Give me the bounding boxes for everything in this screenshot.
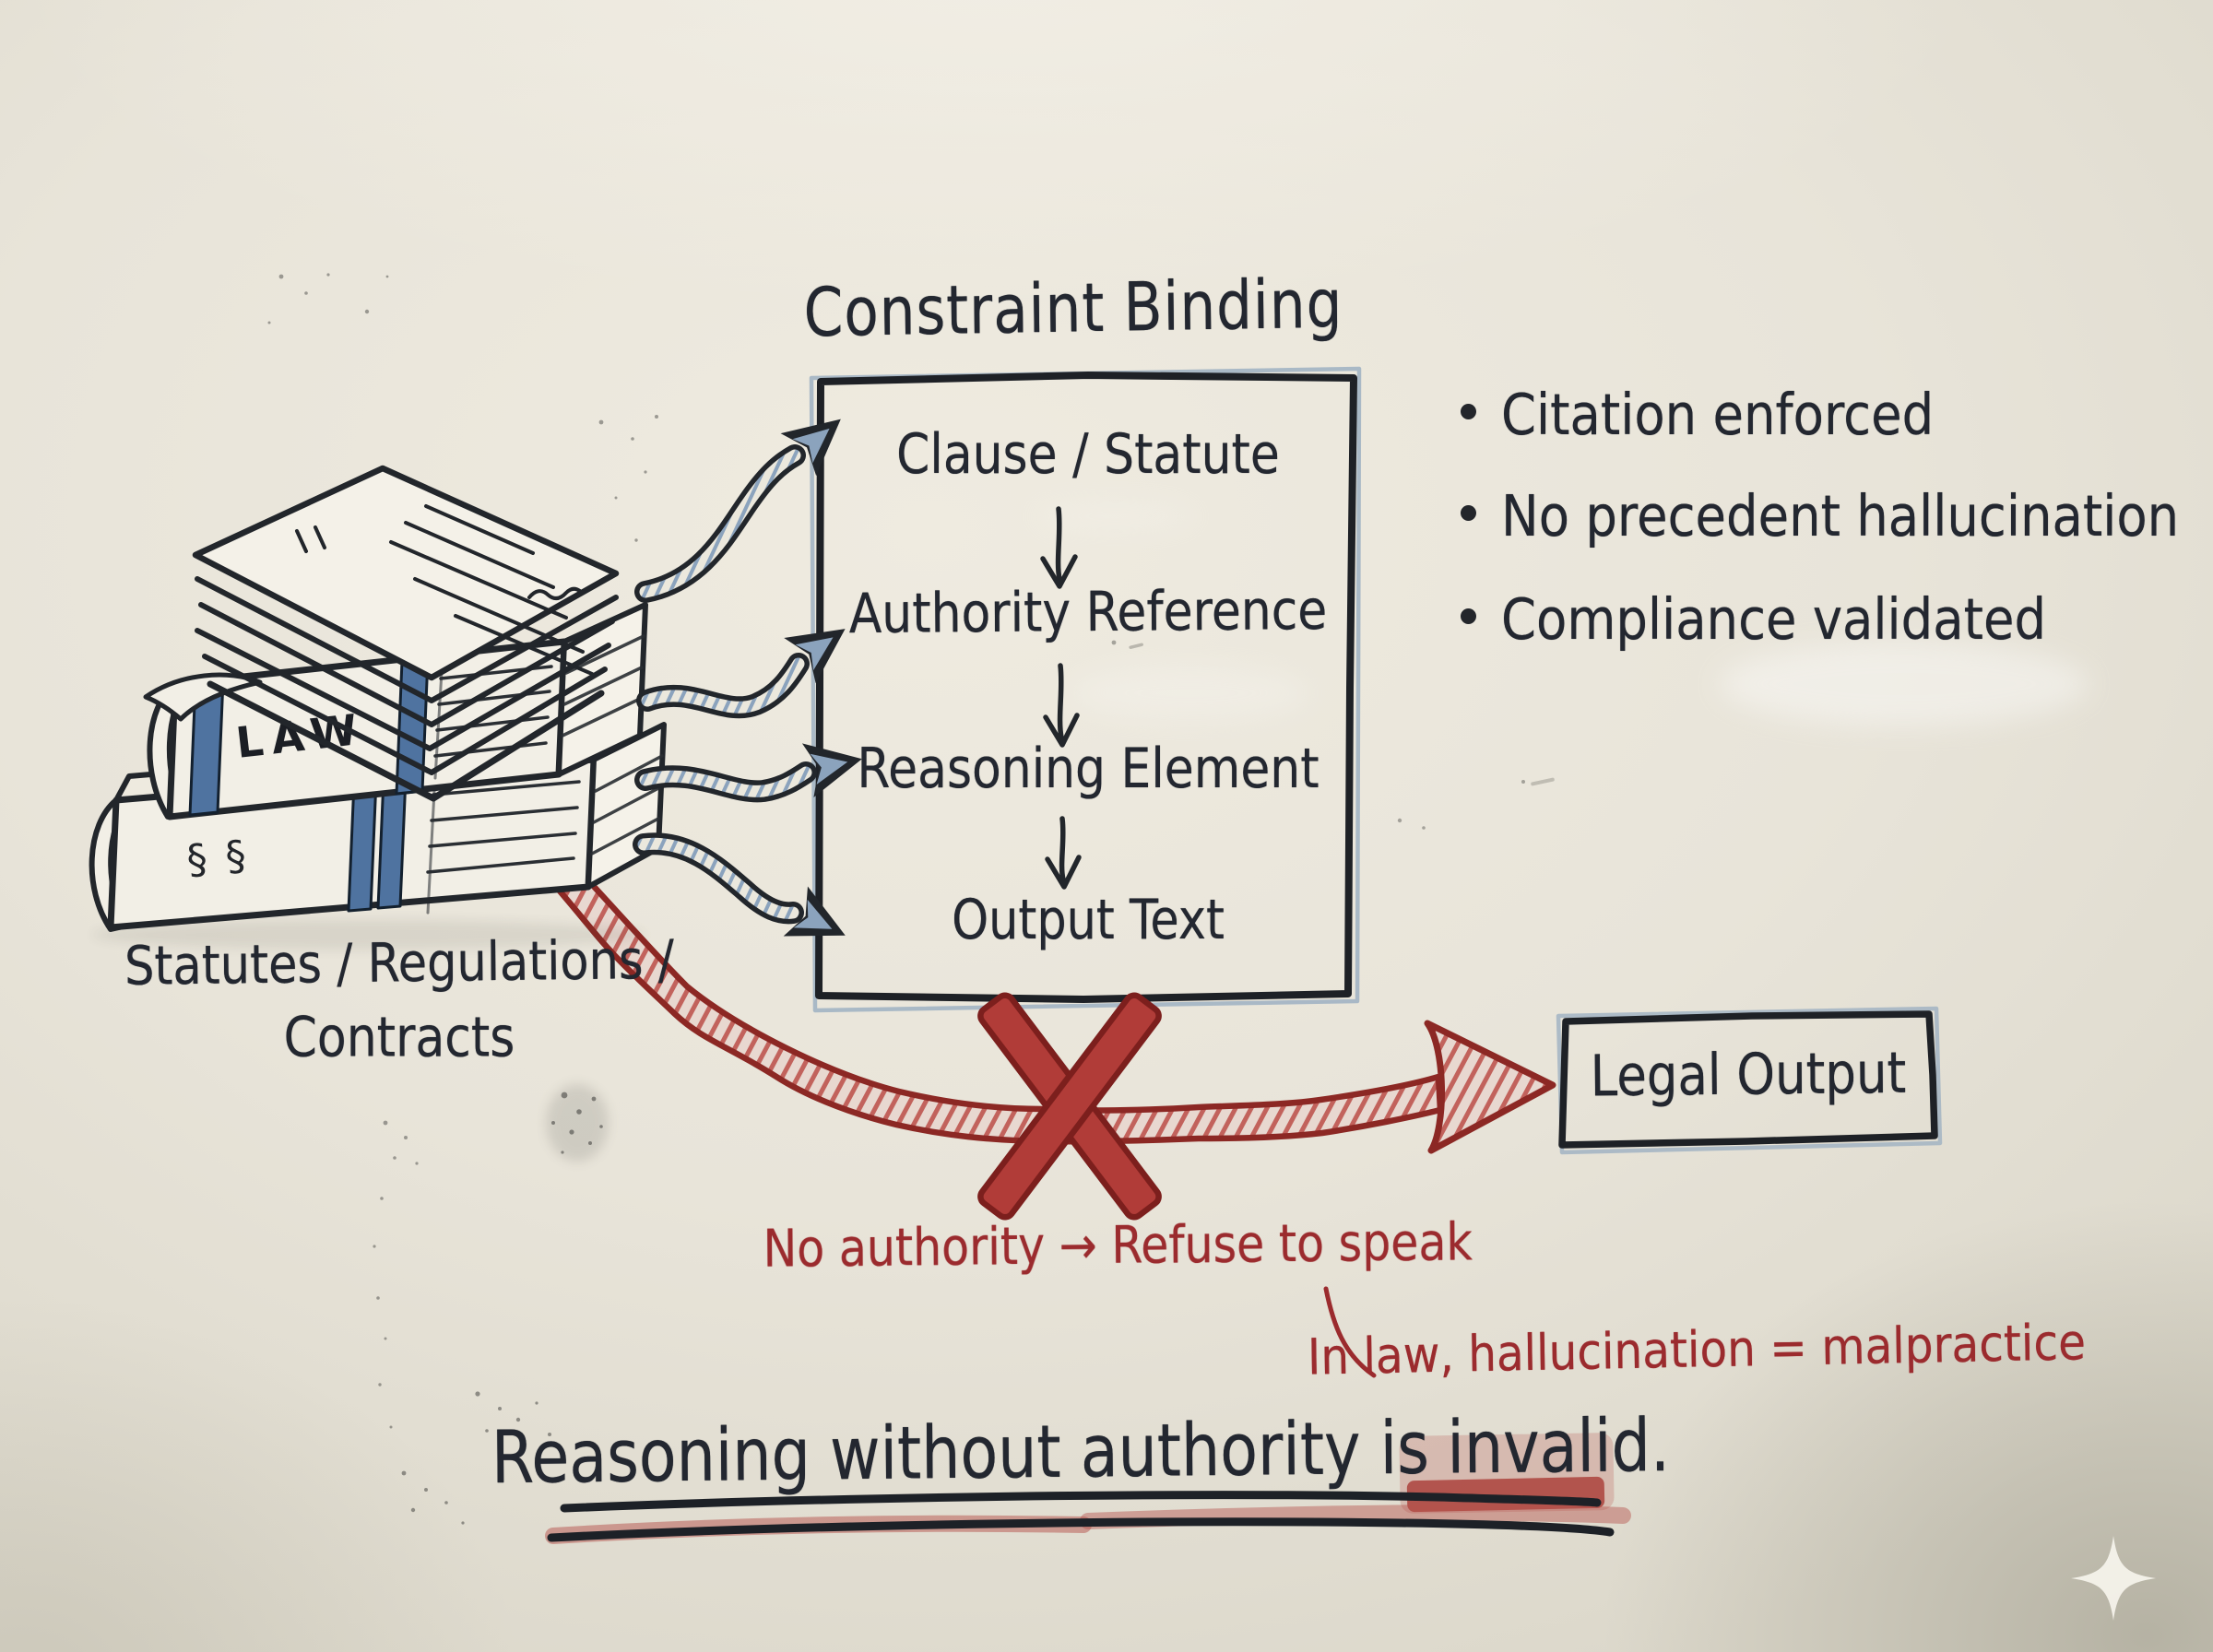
flow-down-arrow-icon <box>1045 816 1082 890</box>
flow-down-arrow-icon <box>1040 506 1078 589</box>
eraser-patches <box>1033 500 2089 726</box>
feed-arrow-icon <box>634 397 859 603</box>
guarantee-label: Citation enforced <box>1501 382 1935 448</box>
feed-arrow-icon <box>634 731 869 803</box>
note-connector-line <box>1323 1286 1377 1378</box>
flow-step-clause: Clause / Statute <box>896 423 1280 487</box>
feed-arrow-icon <box>633 832 858 961</box>
sparkle-icon <box>2071 1536 2156 1621</box>
feed-arrow-icon <box>636 606 861 719</box>
flow-step-output: Output Text <box>952 889 1225 952</box>
tagline-lead: Reasoning without authority is <box>491 1406 1430 1501</box>
bullet-dot <box>1461 505 1476 521</box>
legal-output-label: Legal Output <box>1590 1039 1907 1110</box>
feed-arrow-icons <box>633 397 869 961</box>
guarantee-item: Citation enforced <box>1461 382 1938 448</box>
guarantee-label: No precedent hallucination <box>1501 483 2180 549</box>
book-spine-label: § § <box>185 832 251 884</box>
flow-step-authority: Authority Reference <box>848 579 1328 646</box>
failure-rule-text: No authority → Refuse to speak <box>763 1211 1473 1280</box>
blocked-x-icon <box>977 992 1162 1221</box>
tagline-emphasis: invalid <box>1447 1404 1651 1492</box>
source-caption-line1: Statutes / Regulations / <box>124 929 675 998</box>
guarantee-item: Compliance validated <box>1461 586 2052 653</box>
tagline-underline <box>545 1433 1631 1544</box>
bullet-dot <box>1461 404 1476 419</box>
flow-down-arrow-icons <box>1040 506 1082 890</box>
paper-stack <box>143 465 620 802</box>
flow-down-arrow-icon <box>1043 663 1080 748</box>
tagline-period: . <box>1650 1404 1671 1489</box>
legal-output-box-outline <box>1556 1006 1943 1155</box>
guarantee-item: No precedent hallucination <box>1461 483 2186 549</box>
guarantee-label: Compliance validated <box>1501 586 2047 653</box>
flow-step-reasoning: Reasoning Element <box>857 738 1320 801</box>
bullet-dot <box>1461 608 1476 624</box>
bypass-arrow-icon <box>518 828 1556 1154</box>
constraint-box-title: Constraint Binding <box>803 265 1343 352</box>
law-books-illustration: § § LAW <box>89 465 667 950</box>
source-caption-line2: Contracts <box>283 1006 515 1070</box>
